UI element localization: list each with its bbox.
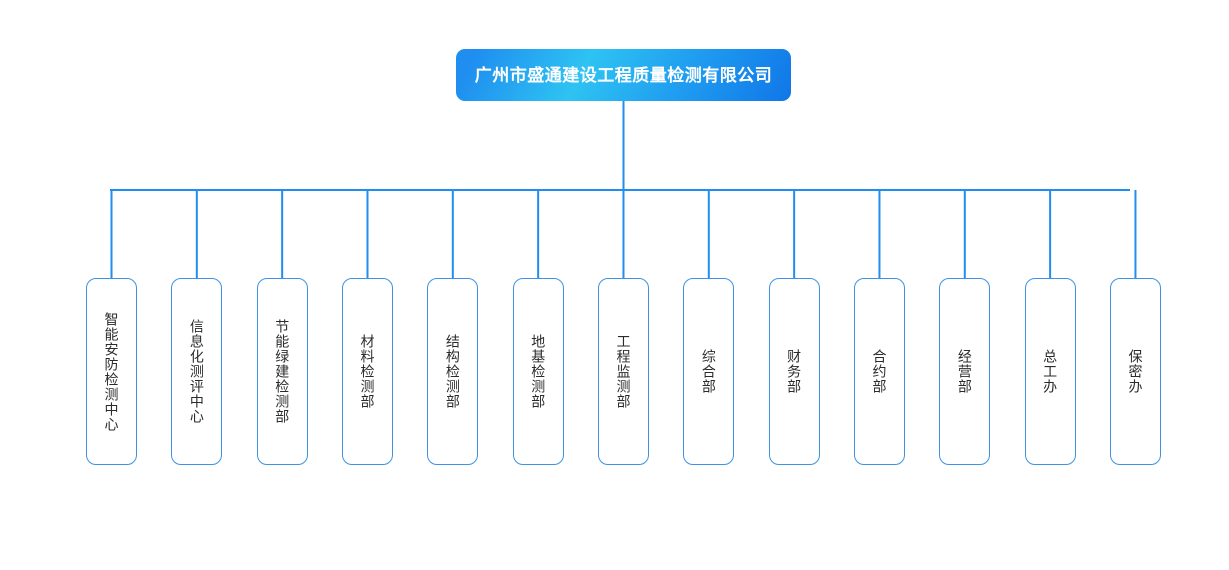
department-node[interactable]: 结构检测部 [427, 278, 479, 465]
department-node[interactable]: 总工办 [1024, 278, 1076, 465]
department-node[interactable]: 信息化测评中心 [171, 278, 223, 465]
department-node[interactable]: 综合部 [683, 278, 735, 465]
department-node-label: 地基检测部 [530, 334, 547, 409]
department-node-label: 节能绿建检测部 [274, 319, 291, 424]
department-node[interactable]: 智能安防检测中心 [86, 278, 137, 465]
department-node[interactable]: 合约部 [853, 278, 905, 465]
department-node-label: 结构检测部 [444, 334, 461, 409]
root-node-label: 广州市盛通建设工程质量检测有限公司 [474, 65, 773, 85]
department-node-label: 经营部 [956, 349, 973, 394]
department-node[interactable]: 工程监测部 [597, 278, 649, 465]
department-node[interactable]: 经营部 [939, 278, 991, 465]
department-node-label: 保密办 [1127, 349, 1144, 394]
department-node-label: 综合部 [700, 349, 717, 394]
department-node[interactable]: 材料检测部 [341, 278, 393, 465]
department-node[interactable]: 保密办 [1109, 278, 1161, 465]
department-node-label: 材料检测部 [359, 334, 376, 409]
department-node-label: 财务部 [786, 349, 803, 394]
department-node-label: 总工办 [1042, 349, 1059, 394]
department-node-label: 智能安防检测中心 [103, 311, 120, 432]
department-node-label: 合约部 [871, 349, 888, 394]
department-node[interactable]: 节能绿建检测部 [256, 278, 308, 465]
root-node-company[interactable]: 广州市盛通建设工程质量检测有限公司 [456, 49, 791, 101]
department-node-label: 信息化测评中心 [188, 319, 205, 424]
department-node[interactable]: 地基检测部 [512, 278, 564, 465]
department-node[interactable]: 财务部 [768, 278, 820, 465]
department-node-label: 工程监测部 [615, 334, 632, 409]
